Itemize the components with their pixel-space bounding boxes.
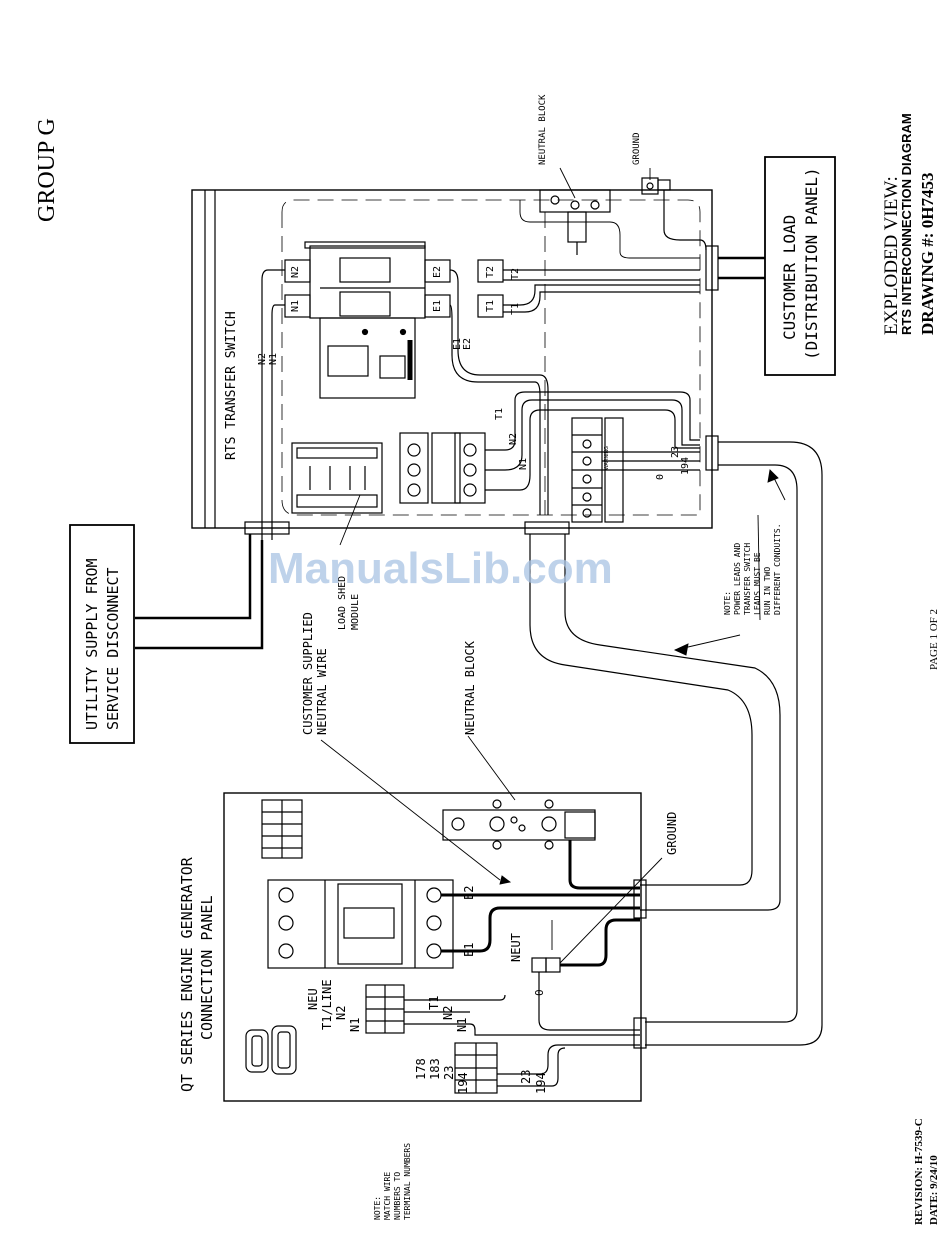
wire-0-gen: 0 [533, 989, 546, 996]
wire-t2-rts: T2 [485, 266, 496, 278]
load-shed-module-label: MODULE [350, 594, 361, 630]
neutral-block-top-label: NEUTRAL BLOCK [538, 94, 548, 165]
utility-supply-box [69, 524, 135, 744]
ground-lug-rts [641, 177, 707, 251]
wire-n1-rts: N1 [290, 300, 301, 312]
conduit-note-2: POWER LEADS AND [733, 543, 742, 615]
wire-n2-rts: N2 [290, 266, 301, 278]
term-183: 183 [428, 1058, 442, 1080]
gen-power-conduit-entry [633, 879, 647, 919]
terminal-block-rts [571, 417, 700, 523]
wire-194-rts: 194 [680, 457, 691, 475]
gen-control-conduit-entry [633, 1017, 647, 1049]
wire-note-3: NUMBERS TO [393, 1172, 402, 1220]
wire-t1-gen: T1 [427, 996, 441, 1010]
wire-23-gen: 23 [519, 1070, 533, 1084]
wire-0-rts: 0 [655, 474, 666, 480]
load-conduit [705, 245, 765, 291]
group-label: GROUP G [34, 118, 60, 222]
wire-23-rts: 23 [670, 446, 681, 458]
date: DATE: 9/24/10 [928, 1155, 940, 1225]
term-neu: NEU [306, 988, 320, 1010]
neutral-wire-label: NEUTRAL WIRE [315, 648, 329, 735]
e-wires-rts [449, 269, 549, 515]
term-n2: N2 [334, 1006, 348, 1020]
rts-transfer-switch-enclosure [191, 189, 713, 529]
page-number: PAGE 1 OF 2 [928, 609, 940, 670]
wire-e1-rts: E1 [432, 300, 443, 312]
wire-e1-gen: E1 [462, 943, 476, 957]
wire-neut-gen: NEUT [509, 933, 523, 962]
wire-n1-util: N1 [518, 458, 529, 470]
wire-e1-down: E1 [452, 338, 463, 350]
wire-n2-util: N2 [508, 433, 519, 445]
term-t1-line: T1/LINE [320, 979, 334, 1030]
conduit-note-6: DIFFERENT CONDUITS. [773, 523, 782, 615]
wire-e2-down: E2 [462, 338, 473, 350]
gen-e-wires [441, 840, 640, 953]
t-wires-rts [503, 269, 700, 313]
conduit-note-5: RUN IN TWO [763, 567, 772, 615]
power-conduit [524, 521, 781, 911]
gen-terminal-block-n [365, 984, 640, 1036]
db9-connectors [245, 1025, 297, 1075]
wire-e2-rts: E2 [432, 266, 443, 278]
conduit-note-1: NOTE: [723, 591, 732, 615]
generator-connection-panel [223, 792, 642, 1102]
ground-gen-label: GROUND [665, 812, 679, 855]
utility-breaker [399, 391, 700, 504]
utility-supply-label: UTILITY SUPPLY FROM [83, 558, 101, 730]
load-shed-label: LOAD SHED [337, 576, 348, 630]
wire-note-1: NOTE: [373, 1196, 382, 1220]
leader-lines [320, 167, 786, 964]
wire-t1-leader: T1 [510, 303, 521, 315]
wire-e2-gen: E2 [462, 886, 476, 900]
watermark: ManualsLib.com [268, 544, 613, 593]
customer-load-label: CUSTOMER LOAD [780, 215, 799, 340]
revision: REVISION: H-7539-C [913, 1118, 925, 1225]
wire-note-2: MATCH WIRE [383, 1172, 392, 1220]
conduit-note-4: LEADS MUST BE [753, 552, 762, 615]
customer-load-panel [764, 156, 836, 376]
wire-n1-left: N1 [268, 353, 279, 365]
gen-terminal-strip-top [261, 799, 303, 859]
wire-t1-rts: T1 [485, 300, 496, 312]
gen-panel-label: QT SERIES ENGINE GENERATOR [178, 856, 196, 1092]
wire-n1-gen: N1 [455, 1018, 469, 1032]
neutral-block-rts [539, 189, 611, 255]
wire-note-4: TERMINAL NUMBERS [403, 1143, 412, 1220]
main-contactor [284, 241, 504, 399]
rts-transfer-switch-label: RTS TRANSFER SWITCH [224, 311, 239, 460]
service-disconnect-label: SERVICE DISCONNECT [104, 567, 122, 730]
ground-top-label: GROUND [632, 132, 642, 165]
wire-194-gen: 194 [534, 1072, 548, 1094]
n-wires-rts [261, 269, 285, 540]
gen-terminal-block-control [454, 1042, 640, 1094]
neutral-block-gen-label: NEUTRAL BLOCK [463, 640, 477, 735]
load-shed-module [291, 442, 383, 514]
wire-t2-leader: T2 [510, 268, 521, 280]
wire-n2-left: N2 [257, 353, 268, 365]
term-23: 23 [442, 1066, 456, 1080]
wire-t1-util: T1 [494, 408, 505, 420]
control-conduit [645, 435, 823, 1046]
distribution-panel-label: (DISTRIBUTION PANEL) [802, 167, 821, 360]
term-178: 178 [414, 1058, 428, 1080]
conduit-note-3: TRANSFER SWITCH [743, 543, 752, 615]
neutral-block-gen [442, 799, 596, 850]
drawing-number: DRAWING #: 0H7453 [918, 173, 937, 335]
wire-n2-gen: N2 [441, 1006, 455, 1020]
ground-lug-gen [531, 918, 640, 1031]
connection-panel-label: CONNECTION PANEL [198, 896, 216, 1041]
term-194: 194 [456, 1072, 470, 1094]
utility-conduit [135, 521, 290, 650]
diagram-name: RTS INTERCONNECTION DIAGRAM [899, 113, 914, 335]
warning-label: WARNING [604, 446, 610, 470]
gen-main-breaker [267, 879, 454, 969]
term-n1: N1 [348, 1018, 362, 1032]
view-title: EXPLODED VIEW: [881, 176, 902, 335]
customer-neutral-label: CUSTOMER SUPPLIED [301, 612, 315, 735]
